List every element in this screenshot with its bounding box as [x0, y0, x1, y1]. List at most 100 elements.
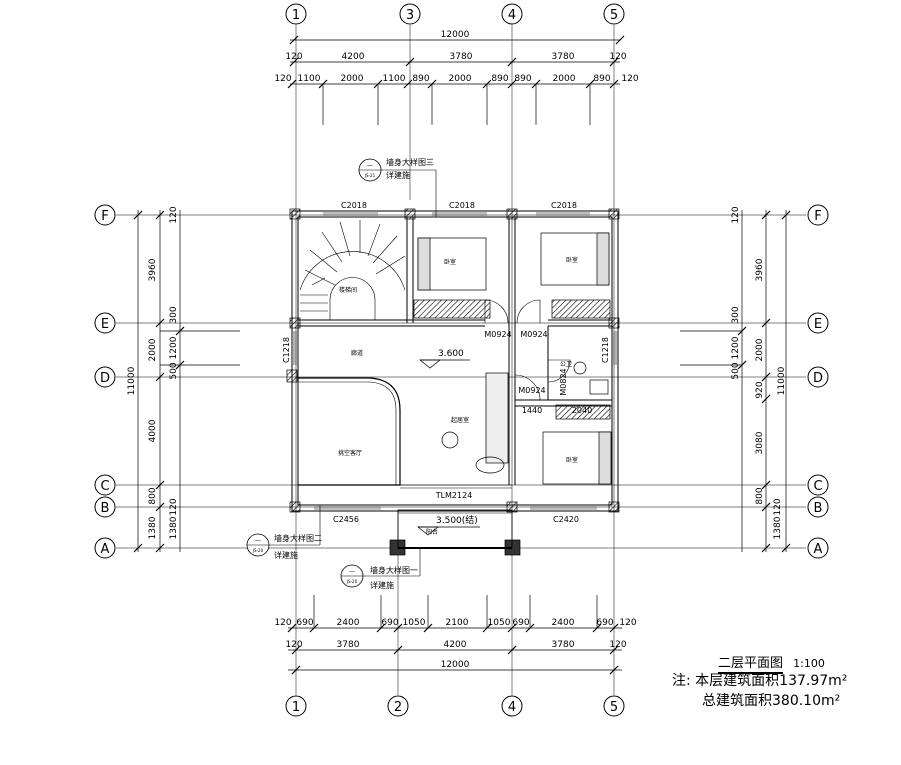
svg-text:卧室: 卧室 — [444, 258, 456, 266]
axis-bubble: 5 — [603, 695, 625, 717]
svg-text:3780: 3780 — [337, 640, 360, 650]
svg-text:1: 1 — [292, 700, 300, 715]
svg-text:C2018: C2018 — [341, 201, 367, 210]
svg-text:3.600: 3.600 — [438, 349, 464, 359]
svg-text:1200: 1200 — [731, 336, 741, 359]
axis-bubbles-bottom: 1 2 4 5 — [285, 695, 625, 717]
dimension-text-bottom: 120 690 2400 690 1050 2100 1050 690 2400… — [274, 618, 636, 670]
svg-text:920: 920 — [755, 381, 765, 398]
svg-text:4: 4 — [508, 700, 516, 715]
detail-callout: — JS-20 墙身大样图一 详建施 — [340, 548, 421, 590]
axis-bubble: 4 — [501, 3, 523, 25]
dimension-chains-bottom — [287, 595, 622, 675]
svg-text:C: C — [100, 479, 109, 494]
svg-text:500: 500 — [169, 362, 179, 379]
svg-text:详建施: 详建施 — [370, 580, 394, 590]
svg-text:F: F — [814, 209, 821, 224]
svg-text:2: 2 — [394, 700, 402, 715]
axis-bubble: F — [807, 204, 829, 226]
svg-text:起居室: 起居室 — [451, 416, 469, 424]
svg-text:3780: 3780 — [552, 52, 575, 62]
svg-text:120: 120 — [609, 640, 626, 650]
dimension-text-left: 11000 3960 2000 4000 800 1380 120 300 12… — [127, 206, 179, 539]
svg-text:3080: 3080 — [755, 431, 765, 454]
svg-text:公卫: 公卫 — [560, 361, 572, 368]
svg-text:详建施: 详建施 — [274, 550, 298, 560]
svg-text:C2420: C2420 — [553, 515, 579, 524]
svg-text:1: 1 — [292, 8, 300, 23]
svg-text:890: 890 — [412, 74, 429, 84]
dimension-chains-top — [287, 35, 625, 125]
axis-bubble: D — [807, 366, 829, 388]
opening-tags: C2018 C2018 C2018 C1218 C1218 C2456 C242… — [282, 201, 610, 524]
svg-text:D: D — [100, 371, 110, 386]
axis-bubble: B — [807, 496, 829, 518]
svg-text:M0924: M0924 — [484, 330, 511, 339]
svg-text:1100: 1100 — [383, 74, 406, 84]
level-marks: 3.600 3.500(结) — [417, 349, 480, 536]
svg-text:E: E — [101, 317, 109, 332]
svg-text:挑空客厅: 挑空客厅 — [338, 449, 362, 457]
svg-text:5: 5 — [610, 700, 618, 715]
svg-text:1100: 1100 — [298, 74, 321, 84]
svg-text:楼梯间: 楼梯间 — [339, 286, 357, 294]
svg-text:2000: 2000 — [449, 74, 472, 84]
svg-text:3780: 3780 — [552, 640, 575, 650]
axis-bubble: A — [94, 537, 116, 559]
svg-text:800: 800 — [755, 487, 765, 504]
svg-text:890: 890 — [514, 74, 531, 84]
svg-text:TLM2124: TLM2124 — [435, 491, 473, 500]
detail-callout: — JS-21 墙身大样图三 详建施 — [358, 157, 437, 217]
svg-text:1200: 1200 — [169, 336, 179, 359]
svg-text:M0924: M0924 — [520, 330, 547, 339]
area-note-1: 注: 本层建筑面积137.97m² — [672, 673, 848, 689]
axis-bubble: D — [94, 366, 116, 388]
svg-text:120: 120 — [773, 498, 783, 515]
svg-text:690: 690 — [296, 618, 313, 628]
axis-bubble: F — [94, 204, 116, 226]
svg-text:3960: 3960 — [755, 258, 765, 281]
svg-text:2040: 2040 — [572, 406, 592, 415]
axis-bubble: 1 — [285, 695, 307, 717]
svg-text:1380: 1380 — [773, 516, 783, 539]
exterior-walls — [291, 210, 619, 512]
svg-text:890: 890 — [593, 74, 610, 84]
svg-text:卧室: 卧室 — [566, 256, 578, 264]
axis-bubble: 4 — [501, 695, 523, 717]
svg-text:3: 3 — [406, 8, 414, 23]
svg-text:C2456: C2456 — [333, 515, 359, 524]
svg-text:廊道: 廊道 — [351, 349, 363, 357]
structural-columns — [286, 208, 620, 556]
svg-text:E: E — [814, 317, 822, 332]
drawing-title: 二层平面图 — [718, 656, 784, 674]
spiral-stair — [299, 220, 406, 321]
svg-text:690: 690 — [381, 618, 398, 628]
svg-text:C: C — [813, 479, 822, 494]
svg-text:2000: 2000 — [148, 338, 158, 361]
svg-text:C2018: C2018 — [551, 201, 577, 210]
svg-text:1440: 1440 — [522, 406, 542, 415]
svg-text:11000: 11000 — [127, 366, 137, 395]
detail-callout: — JS-20 墙身大样图二 详建施 — [246, 505, 322, 560]
svg-text:4: 4 — [508, 8, 516, 23]
axis-bubble: 2 — [387, 695, 409, 717]
axis-bubble: 1 — [285, 3, 307, 25]
svg-text:D: D — [813, 371, 823, 386]
svg-text:4200: 4200 — [342, 52, 365, 62]
svg-text:4200: 4200 — [444, 640, 467, 650]
svg-text:A: A — [101, 542, 110, 557]
svg-text:2000: 2000 — [553, 74, 576, 84]
svg-text:120: 120 — [621, 74, 638, 84]
svg-text:120: 120 — [285, 52, 302, 62]
svg-text:卧室: 卧室 — [566, 456, 578, 464]
svg-text:墙身大样图一: 墙身大样图一 — [370, 565, 418, 575]
area-note-2: 总建筑面积380.10m² — [702, 693, 841, 709]
svg-text:690: 690 — [512, 618, 529, 628]
svg-text:M0824: M0824 — [559, 368, 568, 395]
svg-text:2100: 2100 — [446, 618, 469, 628]
axis-bubble: C — [807, 474, 829, 496]
svg-text:11000: 11000 — [777, 366, 787, 395]
axis-bubbles-left: F E D C B A — [94, 204, 116, 559]
axis-bubble: E — [807, 312, 829, 334]
